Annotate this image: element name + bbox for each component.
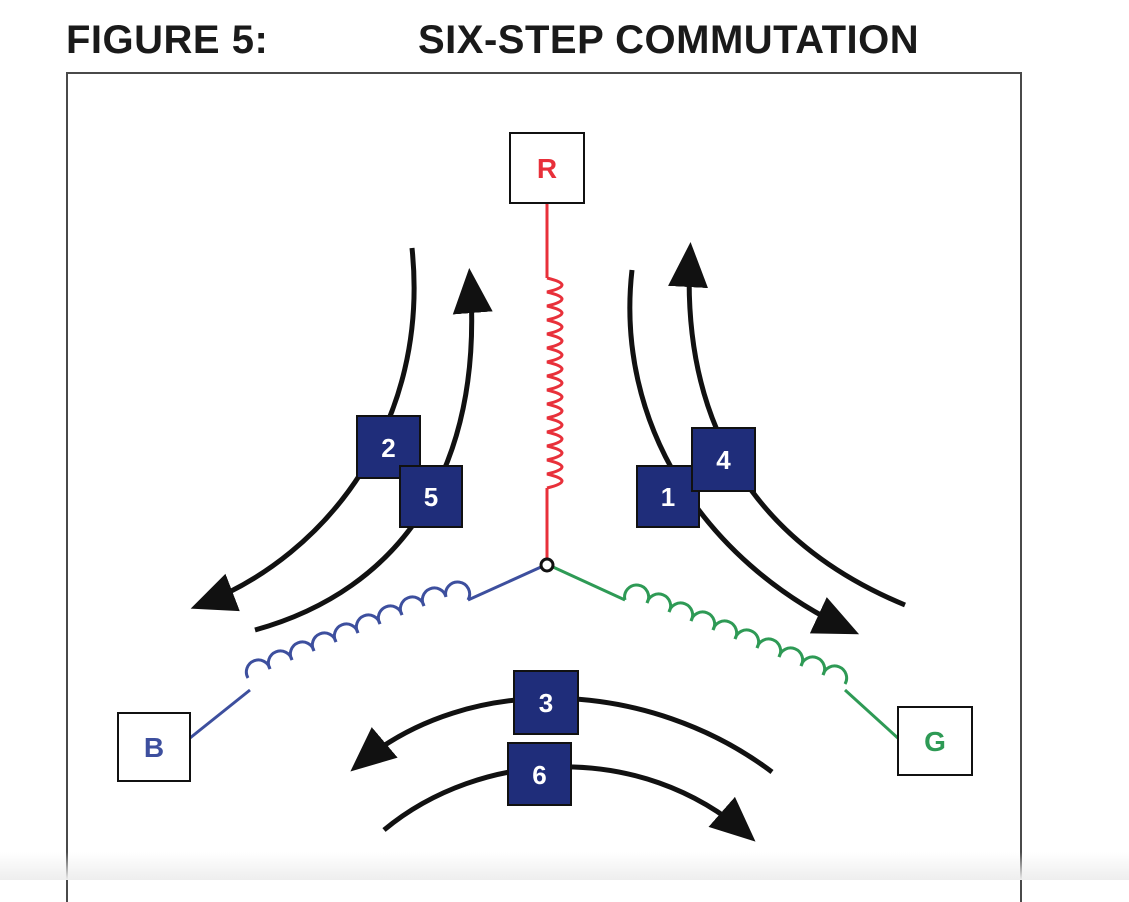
winding-g (552, 565, 902, 742)
step-4-label: 4 (716, 445, 731, 475)
six-step-commutation-diagram: R B G 2 5 1 4 3 6 (117, 132, 973, 842)
terminal-r-label: R (537, 153, 557, 184)
step-5-label: 5 (424, 482, 438, 512)
step-box-1: 1 (636, 465, 700, 528)
terminal-g-label: G (924, 726, 946, 757)
terminal-r: R (509, 132, 585, 204)
step-box-5: 5 (399, 465, 463, 528)
step-box-4: 4 (691, 427, 756, 492)
terminal-b-label: B (144, 732, 164, 763)
figure-label: FIGURE 5: (66, 18, 269, 62)
neutral-node (539, 557, 555, 573)
step-1-label: 1 (661, 482, 675, 512)
figure-title: SIX-STEP COMMUTATION (418, 18, 920, 62)
figure-frame (66, 72, 1022, 902)
step-3-label: 3 (539, 688, 553, 718)
step-box-3: 3 (513, 670, 579, 735)
terminal-g: G (897, 706, 973, 776)
winding-r (545, 203, 564, 560)
winding-b (189, 565, 542, 740)
step-6-label: 6 (532, 760, 546, 790)
step-2-label: 2 (381, 433, 395, 463)
terminal-b: B (117, 712, 191, 782)
bottom-shadow (0, 852, 1129, 880)
step-box-6: 6 (507, 742, 572, 806)
